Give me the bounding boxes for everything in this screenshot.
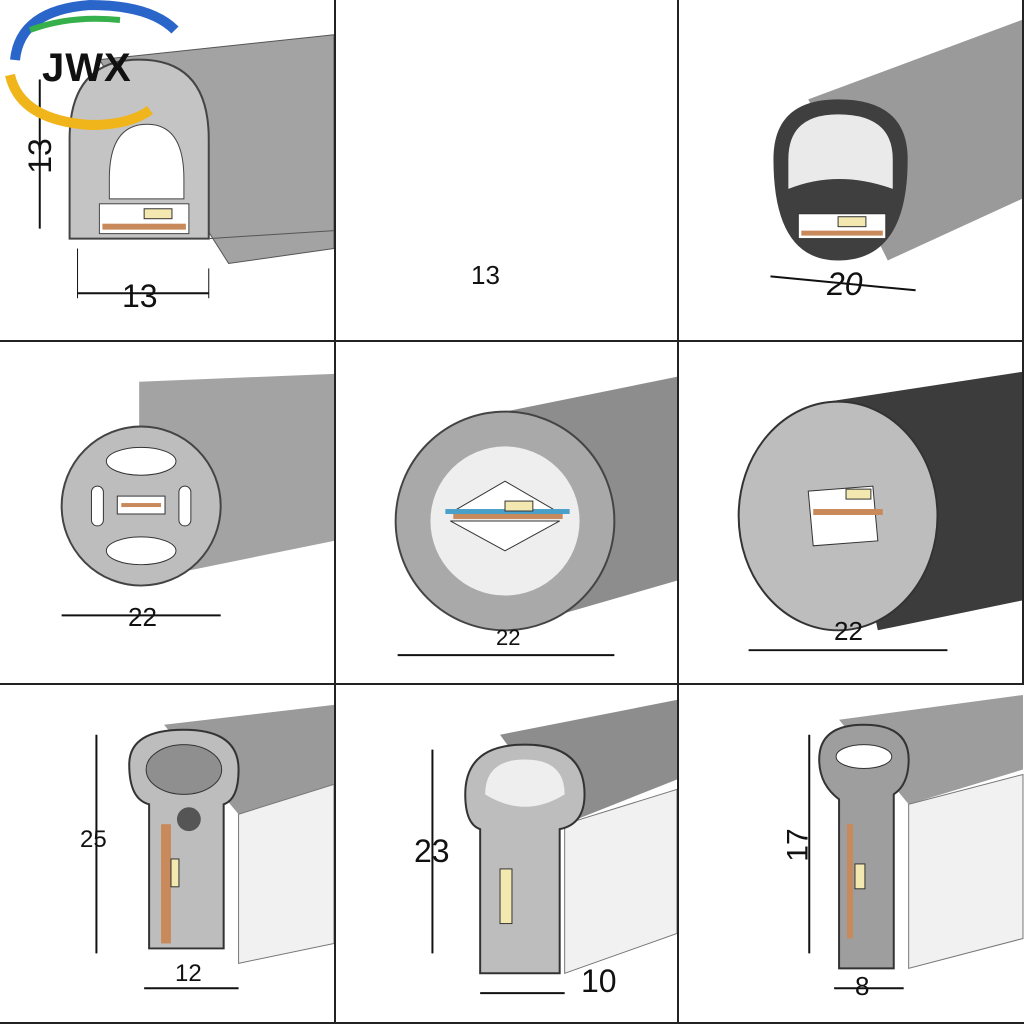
width-label-7: 12: [175, 960, 202, 987]
width-label-9: 8: [855, 971, 870, 1001]
profile-drawing-6: [737, 371, 1022, 652]
width-label-3: 20: [827, 266, 863, 302]
profile-drawing-9: [808, 694, 1024, 990]
profile-cell-9: 17 8: [679, 685, 1024, 1024]
width-label-5: 22: [496, 625, 521, 650]
width-label-1: 13: [122, 278, 158, 314]
profile-drawing-8: [431, 699, 677, 995]
logo-swoosh-icon: [5, 0, 179, 130]
profile-cell-3: 20: [679, 0, 1024, 342]
brand-logo: JWX: [0, 0, 190, 130]
profile-cell-1: JWX 13 13: [0, 0, 336, 342]
brand-name: JWX: [42, 46, 132, 90]
height-label-9: 17: [781, 828, 815, 862]
profile-drawing-3: [770, 19, 1022, 292]
width-label-4: 22: [128, 602, 157, 632]
profile-cell-5: 22: [336, 342, 679, 685]
profile-cell-8: 23 10: [336, 685, 679, 1024]
height-label-1: 13: [21, 138, 58, 174]
profile-drawing-5: [394, 376, 677, 657]
width-label-6: 22: [834, 616, 863, 646]
profile-drawing-2: [676, 29, 677, 249]
profile-cell-4: 22: [0, 342, 336, 685]
profile-cell-2: 13: [336, 0, 679, 342]
height-label-7: 25: [80, 826, 107, 853]
profile-drawing-1: [38, 34, 334, 299]
profile-drawing-4: [60, 373, 334, 617]
width-label-2: 13: [471, 260, 500, 290]
profile-cell-6: 22: [679, 342, 1024, 685]
profile-cell-7: 25 12: [0, 685, 336, 1024]
width-label-8: 10: [581, 963, 617, 999]
profile-drawing-7: [95, 704, 334, 990]
height-label-8: 23: [414, 833, 450, 869]
